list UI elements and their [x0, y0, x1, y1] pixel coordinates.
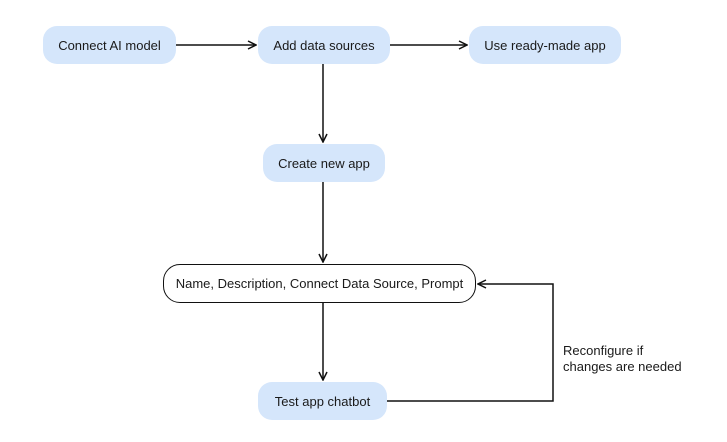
node-connect-ai-model: Connect AI model	[43, 26, 176, 64]
edge-label-line-1: Reconfigure if	[563, 343, 644, 358]
node-create-new-app: Create new app	[263, 144, 385, 182]
node-use-ready-made-app: Use ready-made app	[469, 26, 621, 64]
edge-label-reconfigure: Reconfigure if changes are needed	[563, 343, 682, 375]
edge-test-to-configure-loop	[387, 284, 554, 402]
node-add-data-sources: Add data sources	[258, 26, 390, 64]
node-configure-app: Name, Description, Connect Data Source, …	[163, 264, 476, 303]
edge-label-line-2: changes are needed	[563, 359, 682, 374]
node-test-app-chatbot: Test app chatbot	[258, 382, 387, 420]
edges-group	[176, 45, 554, 402]
